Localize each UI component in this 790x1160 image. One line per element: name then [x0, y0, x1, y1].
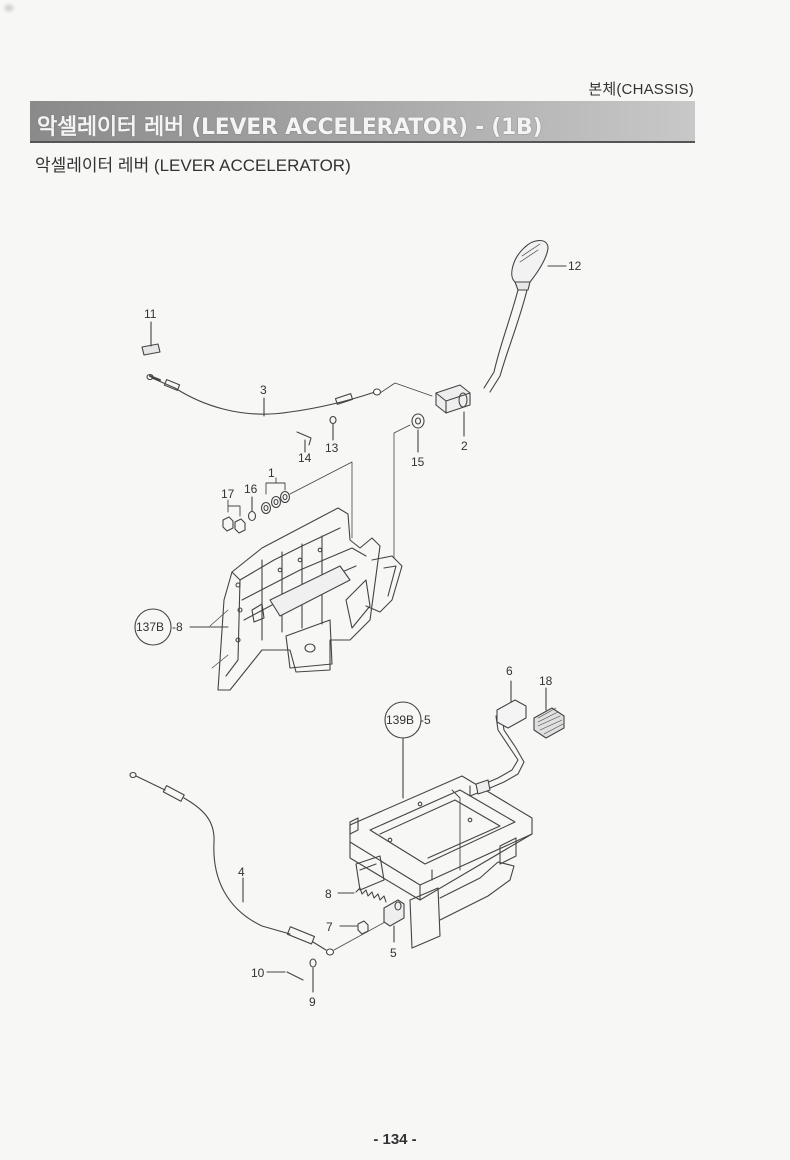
callout-3: 3 [260, 383, 267, 397]
lever-rod [483, 289, 528, 393]
pin-14 [296, 431, 312, 453]
callout-labels: 1 2 3 4 5 6 7 8 9 10 11 12 13 14 15 16 1… [136, 259, 582, 1009]
nuts-17 [222, 499, 246, 534]
page-subtitle: 악셀레이터 레버 (LEVER ACCELERATOR) [35, 156, 351, 175]
page-title: 악셀레이터 레버 (LEVER ACCELERATOR) - (1B) [37, 115, 543, 140]
upper-cable [146, 373, 382, 417]
callout-11: 11 [144, 307, 157, 321]
callout-15: 15 [411, 455, 425, 469]
hardware-group-1 [260, 461, 353, 539]
spring-8 [337, 887, 387, 903]
callout-18: 18 [539, 674, 553, 688]
callout-7: 7 [326, 920, 333, 934]
callout-12: 12 [568, 259, 582, 273]
section-label: 본체(CHASSIS) [588, 81, 694, 98]
callout-4: 4 [238, 865, 245, 879]
callout-6: 6 [506, 664, 513, 678]
nut-7 [339, 920, 369, 935]
ref-139b-suffix: -5 [420, 713, 431, 727]
callout-9: 9 [309, 995, 316, 1009]
lever-pivot-bracket [435, 384, 471, 437]
callout-17: 17 [221, 487, 235, 501]
pin-10 [266, 971, 304, 981]
callout-13: 13 [325, 441, 339, 455]
pedal-arm-6 [475, 680, 527, 795]
callout-8: 8 [325, 887, 332, 901]
cable-clip [141, 321, 161, 356]
pedal-rubber-18 [533, 687, 565, 739]
washer-15 [393, 413, 425, 559]
callout-1: 1 [268, 466, 275, 480]
pedal-bushing-5 [383, 899, 405, 943]
accelerator-bracket [209, 507, 403, 691]
washer-16 [247, 496, 257, 522]
page-number: - 134 - [373, 1131, 417, 1148]
pedal-frame [349, 775, 533, 949]
lever-knob [511, 239, 567, 291]
title-bar: 악셀레이터 레버 (LEVER ACCELERATOR) - (1B) [30, 101, 695, 143]
callout-16: 16 [244, 482, 258, 496]
lower-cable [129, 771, 335, 956]
callout-5: 5 [390, 946, 397, 960]
ref-circle-137b [134, 608, 172, 646]
scan-artifact [2, 2, 16, 14]
callout-14: 14 [298, 451, 312, 465]
ref-137b-label: 137B [136, 620, 164, 634]
callout-2: 2 [461, 439, 468, 453]
callout-10: 10 [251, 966, 265, 980]
washer-9 [309, 958, 317, 993]
ref-139b-label: 139B [386, 713, 414, 727]
washer-13 [329, 415, 337, 441]
ref-137b-suffix: -8 [172, 620, 183, 634]
